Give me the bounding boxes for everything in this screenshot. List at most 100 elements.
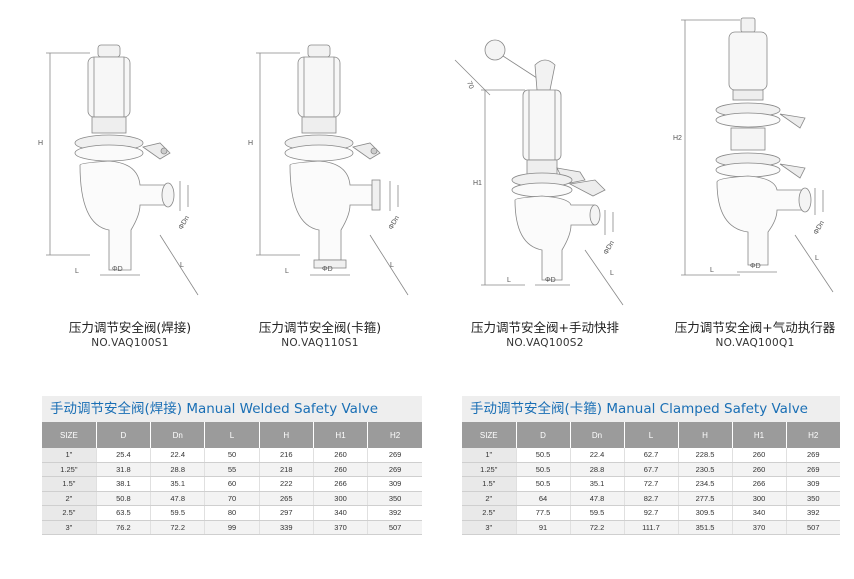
- cell: 260: [313, 448, 369, 463]
- cell: 76.2: [96, 520, 152, 535]
- col-header: L: [204, 422, 260, 448]
- table-row: 1.5" 50.5 35.1 72.7 234.5 266 309: [462, 476, 840, 492]
- valve-drawing-pneumatic: H2 ΦDn ΦD L L: [665, 10, 845, 300]
- cell: 265: [259, 491, 314, 506]
- cell: 47.8: [150, 491, 206, 506]
- spec-table-welded: 手动调节安全阀(焊接) Manual Welded Safety Valve S…: [42, 396, 422, 535]
- dim-label-odn: ΦDn: [813, 220, 826, 236]
- cell: 99: [204, 520, 260, 535]
- table-row: 2" 50.8 47.8 70 265 300 350: [42, 491, 422, 506]
- dim-label-odn: ΦDn: [388, 215, 401, 231]
- cell: 64: [516, 491, 571, 506]
- cell: 22.4: [150, 448, 206, 463]
- cell: 392: [786, 505, 840, 521]
- dim-label-l: L: [285, 268, 289, 275]
- table-row: 1.25" 31.8 28.8 55 218 260 269: [42, 462, 422, 477]
- cell: 25.4: [96, 448, 152, 463]
- col-header: SIZE: [462, 422, 517, 448]
- cell: 351.5: [678, 520, 733, 535]
- cell: 92.7: [624, 505, 679, 521]
- cell: 50: [204, 448, 260, 463]
- product-caption-clamped: 压力调节安全阀(卡箍) NO.VAQ110S1: [220, 320, 420, 350]
- cell: 28.8: [150, 462, 206, 477]
- table-row: 2.5" 77.5 59.5 92.7 309.5 340 392: [462, 505, 840, 521]
- cell: 22.4: [570, 448, 625, 463]
- cell: 266: [732, 476, 787, 492]
- dim-label-odn: ΦDn: [603, 240, 616, 256]
- cell-size: 1": [462, 448, 517, 463]
- spec-table: SIZE D Dn L H H1 H2 1" 50.5 22.4 62.7 22…: [462, 422, 840, 535]
- col-header: Dn: [570, 422, 625, 448]
- cell: 297: [259, 505, 314, 521]
- col-header: H2: [367, 422, 422, 448]
- cell: 59.5: [570, 505, 625, 521]
- col-header: H2: [786, 422, 840, 448]
- product-caption-pneumatic: 压力调节安全阀+气动执行器 NO.VAQ100Q1: [660, 320, 850, 350]
- dim-label-od: ΦD: [545, 277, 556, 284]
- cell: 35.1: [150, 476, 206, 492]
- cell: 70: [204, 491, 260, 506]
- col-header: D: [96, 422, 152, 448]
- valve-drawing-quick-release: 70 H1 ΦDn ΦD L L: [445, 20, 645, 310]
- table-row: 2.5" 63.5 59.5 80 297 340 392: [42, 505, 422, 521]
- cell: 59.5: [150, 505, 206, 521]
- cell: 260: [732, 448, 787, 463]
- cell: 300: [732, 491, 787, 506]
- cell: 72.7: [624, 476, 679, 492]
- product-caption-welded: 压力调节安全阀(焊接) NO.VAQ100S1: [30, 320, 230, 350]
- table-title: 手动调节安全阀(焊接) Manual Welded Safety Valve: [42, 396, 422, 422]
- product-model: NO.VAQ100Q1: [715, 337, 795, 349]
- col-header: SIZE: [42, 422, 97, 448]
- table-title: 手动调节安全阀(卡箍) Manual Clamped Safety Valve: [462, 396, 840, 422]
- cell: 370: [313, 520, 369, 535]
- cell: 218: [259, 462, 314, 477]
- product-model: NO.VAQ100S2: [506, 337, 584, 349]
- cell: 50.5: [516, 462, 571, 477]
- dim-label-h1: H1: [473, 180, 482, 187]
- cell-size: 2.5": [462, 505, 517, 521]
- dim-label-od: ΦD: [322, 266, 333, 273]
- dim-label-angle: 70: [465, 80, 474, 90]
- dim-label-h: H: [38, 140, 43, 147]
- cell: 31.8: [96, 462, 152, 477]
- table-row: 3" 76.2 72.2 99 339 370 507: [42, 520, 422, 535]
- cell: 269: [367, 462, 422, 477]
- cell-size: 3": [42, 520, 97, 535]
- product-name: 压力调节安全阀(焊接): [68, 320, 192, 335]
- product-name: 压力调节安全阀+气动执行器: [674, 320, 836, 335]
- table-row: 1.25" 50.5 28.8 67.7 230.5 260 269: [462, 462, 840, 477]
- cell: 72.2: [150, 520, 206, 535]
- cell: 216: [259, 448, 314, 463]
- dim-label-l: L: [507, 277, 511, 284]
- cell-size: 1.5": [42, 476, 97, 492]
- cell-size: 2.5": [42, 505, 97, 521]
- cell: 60: [204, 476, 260, 492]
- cell: 507: [786, 520, 840, 535]
- cell: 339: [259, 520, 314, 535]
- valve-drawing-clamped: H ΦDn ΦD L L: [240, 35, 425, 305]
- cell: 82.7: [624, 491, 679, 506]
- cell: 63.5: [96, 505, 152, 521]
- table-row: 3" 91 72.2 111.7 351.5 370 507: [462, 520, 840, 535]
- product-model: NO.VAQ110S1: [281, 337, 359, 349]
- cell: 370: [732, 520, 787, 535]
- product-name: 压力调节安全阀(卡箍): [258, 320, 382, 335]
- cell: 507: [367, 520, 422, 535]
- dim-label-h: H: [248, 140, 253, 147]
- dim-label-od: ΦD: [750, 263, 761, 270]
- cell: 38.1: [96, 476, 152, 492]
- cell-size: 2": [42, 491, 97, 506]
- table-row: 1.5" 38.1 35.1 60 222 266 309: [42, 476, 422, 492]
- table-row: 1" 50.5 22.4 62.7 228.5 260 269: [462, 448, 840, 463]
- spec-table-clamped: 手动调节安全阀(卡箍) Manual Clamped Safety Valve …: [462, 396, 840, 535]
- cell: 50.8: [96, 491, 152, 506]
- table-row: 2" 64 47.8 82.7 277.5 300 350: [462, 491, 840, 506]
- col-header: H: [259, 422, 314, 448]
- product-name: 压力调节安全阀+手动快排: [471, 320, 619, 335]
- dim-label-l-right: L: [390, 262, 394, 269]
- cell: 72.2: [570, 520, 625, 535]
- cell: 80: [204, 505, 260, 521]
- cell: 50.5: [516, 476, 571, 492]
- dim-label-od: ΦD: [112, 266, 123, 273]
- cell: 234.5: [678, 476, 733, 492]
